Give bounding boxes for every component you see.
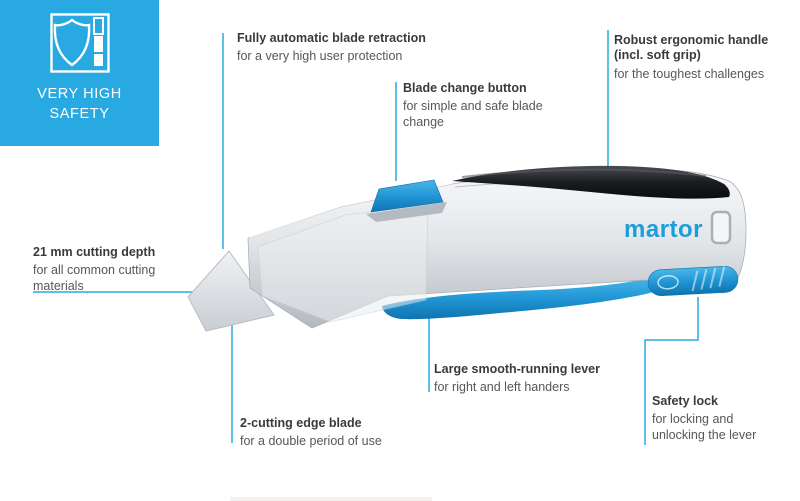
- callout-lines: [33, 30, 699, 445]
- callout-title: 2-cutting edge blade: [240, 416, 362, 430]
- shield-outline: [53, 18, 90, 67]
- page-bottom-strip: [230, 497, 432, 501]
- icon-frame: [49, 13, 110, 73]
- utility-knife: martor: [187, 165, 747, 332]
- callout-safety-lock: Safety lock for locking and unlocking th…: [652, 394, 784, 443]
- safety-lock: [647, 266, 739, 296]
- callout-title: Fully automatic blade retraction: [237, 31, 426, 45]
- callout-description: for a double period of use: [240, 434, 382, 449]
- badge-label-line2: SAFETY: [49, 106, 110, 122]
- callout-description: for all common cutting materials: [33, 263, 156, 294]
- callout-title: Safety lock: [652, 394, 719, 408]
- callout-description: for right and left handers: [434, 380, 570, 395]
- knife-front-facet: [257, 204, 429, 323]
- blade-segment-mid: [93, 36, 103, 52]
- rear-blade-slot: [710, 210, 732, 245]
- callout-ergonomic-handle: Robust ergonomic handle (incl. soft grip…: [614, 33, 792, 82]
- blade-segment-top: [92, 17, 104, 35]
- smooth-running-lever: [382, 277, 663, 320]
- callout-smooth-lever: Large smooth-running lever for right and…: [434, 362, 600, 395]
- callout-title: Large smooth-running lever: [434, 362, 600, 376]
- callout-description: for the toughest challenges: [614, 66, 765, 81]
- callout-cutting-edge-blade: 2-cutting edge blade for a double period…: [240, 416, 382, 449]
- badge-label-line1: VERY HIGH: [37, 86, 122, 102]
- callout-line-safety-lock: [644, 297, 699, 445]
- callout-title: Blade change button: [403, 81, 527, 95]
- shield-blade-icon: [49, 13, 110, 73]
- callout-blade-retraction: Fully automatic blade retraction for a v…: [237, 31, 426, 64]
- callout-cutting-depth: 21 mm cutting depth for all common cutti…: [33, 245, 185, 294]
- badge-label: VERY HIGH SAFETY: [37, 84, 122, 124]
- very-high-safety-badge: VERY HIGH SAFETY: [0, 0, 159, 146]
- blade-segment-bottom: [93, 54, 103, 66]
- soft-grip: [452, 165, 730, 199]
- callout-title: 21 mm cutting depth: [33, 245, 156, 259]
- blade-change-button: [370, 179, 444, 213]
- callout-description: for a very high user protection: [237, 49, 403, 64]
- martor-logo: martor: [624, 216, 703, 243]
- callout-description: for simple and safe blade change: [403, 99, 543, 130]
- safety-lock-body: [647, 266, 739, 296]
- callout-description: for locking and unlocking the lever: [652, 412, 757, 443]
- soft-grip-highlight: [461, 168, 707, 178]
- callout-title: Robust ergonomic handle (incl. soft grip…: [614, 33, 769, 63]
- safety-lock-ribs: [691, 266, 726, 292]
- safety-lock-emblem: [657, 275, 679, 290]
- callout-blade-change-button: Blade change button for simple and safe …: [403, 81, 571, 130]
- button-recess: [366, 202, 447, 222]
